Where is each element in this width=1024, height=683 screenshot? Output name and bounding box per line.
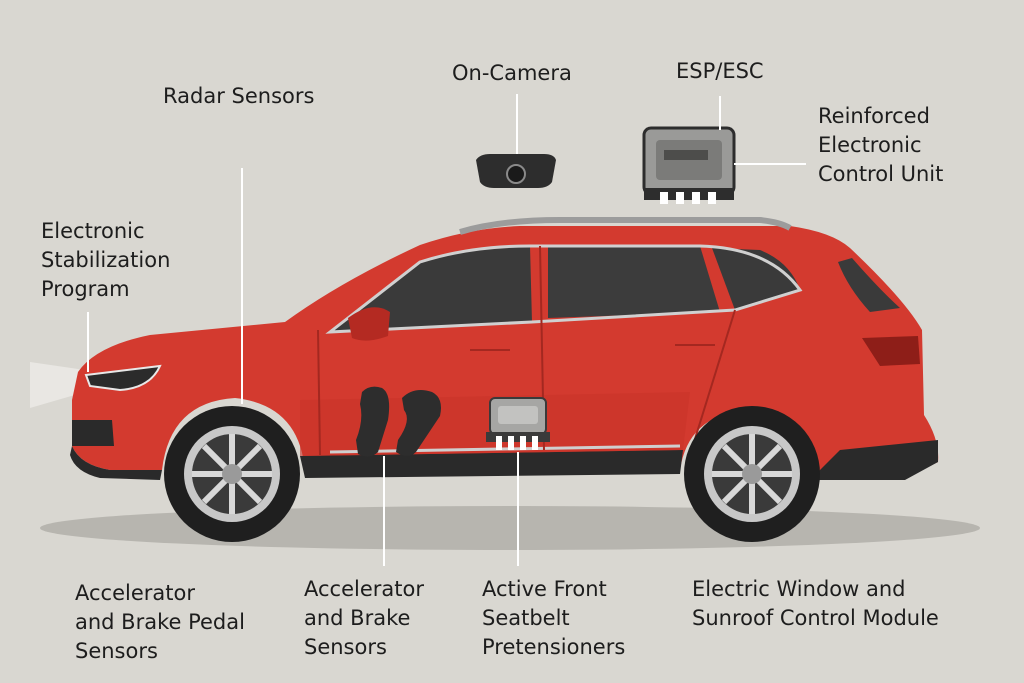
leader-lines bbox=[87, 94, 806, 566]
tail-light bbox=[862, 336, 920, 366]
headlight-beam bbox=[30, 362, 85, 408]
seatbelt-pretensioners-label: Active Front Seatbelt Pretensioners bbox=[482, 577, 626, 659]
module-icon bbox=[486, 397, 550, 450]
side-mirror bbox=[348, 307, 390, 341]
control-unit-icon bbox=[642, 126, 736, 204]
reinforced-ecu-label: Reinforced Electronic Control Unit bbox=[818, 104, 944, 186]
grille bbox=[72, 420, 114, 446]
pedal-sensors-label: Accelerator and Brake Pedal Sensors bbox=[75, 581, 245, 663]
radar-sensors-label: Radar Sensors bbox=[163, 84, 315, 108]
pedals-icon bbox=[356, 386, 441, 457]
headlight bbox=[84, 364, 162, 392]
electronic-stabilization-label: Electronic Stabilization Program bbox=[41, 219, 171, 301]
front-wheel bbox=[164, 406, 300, 542]
brake-sensors-label: Accelerator and Brake Sensors bbox=[304, 577, 424, 659]
esp-esc-label: ESP/ESC bbox=[676, 59, 764, 83]
dashcam-icon bbox=[476, 154, 556, 188]
window-sunroof-module-label: Electric Window and Sunroof Control Modu… bbox=[692, 577, 939, 630]
rear-wheel bbox=[684, 406, 820, 542]
on-camera-label: On-Camera bbox=[452, 61, 572, 85]
